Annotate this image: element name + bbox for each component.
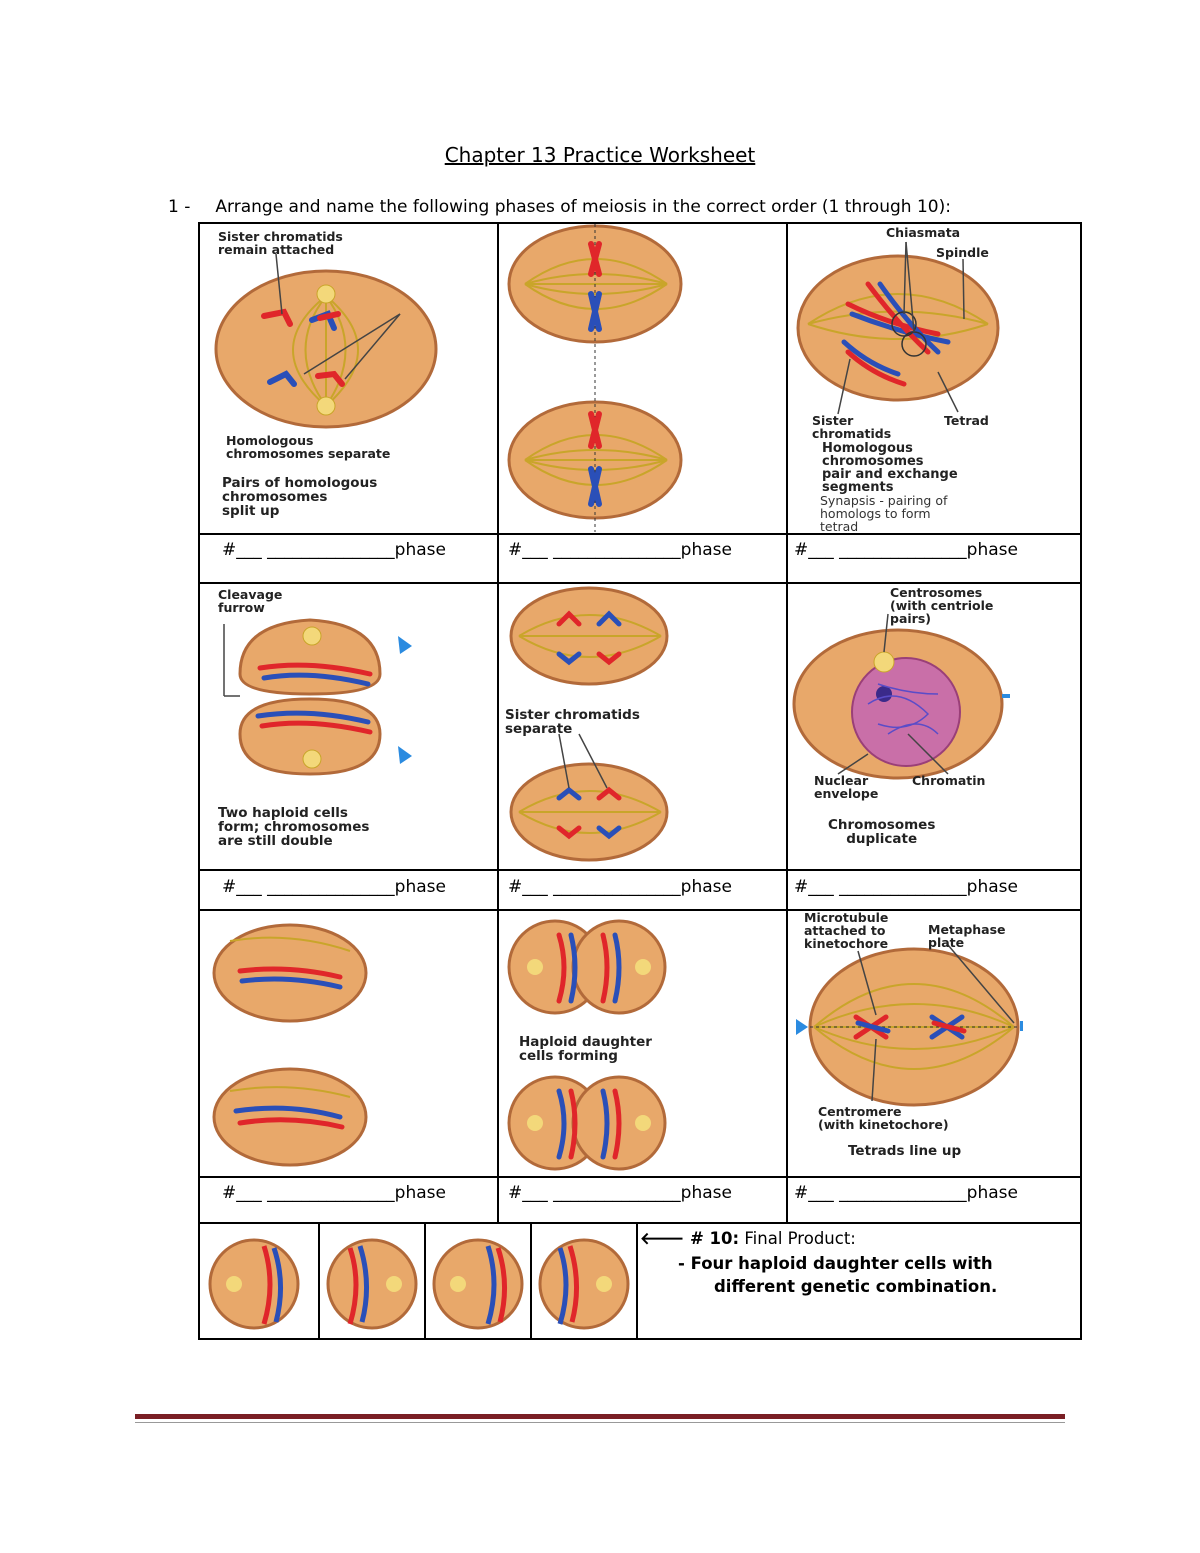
worksheet-grid [198, 222, 1082, 1340]
cell-illustration [208, 1238, 300, 1330]
grid-line [198, 1222, 1082, 1224]
answer-blank-6[interactable]: #___ _______________phase [794, 877, 1018, 897]
label-synapsis: Synapsis - pairing of homologs to form t… [820, 493, 948, 532]
cell-illustration [214, 253, 438, 429]
final-product-heading-text: Final Product: [744, 1229, 856, 1248]
answer-blank-7[interactable]: #___ _______________phase [222, 1183, 446, 1203]
panel-telophase-1: Cleavage furrow Two haploid cells form; … [200, 584, 496, 868]
daughter-cell-4 [532, 1224, 635, 1338]
panel-prophase-1: Chiasmata Spindle Sister chromatids Tetr… [788, 224, 1080, 532]
question-text: Arrange and name the following phases of… [215, 197, 951, 217]
panel-metaphase-1: Microtubule attached to kinetochore Meta… [788, 911, 1080, 1175]
final-product-line-2: different genetic combination. [714, 1277, 998, 1296]
cell-illustration [792, 613, 1010, 780]
final-product-number: 🡐 # 10: [640, 1229, 740, 1248]
label-pairs-split-up: Pairs of homologous chromosomes split up [222, 475, 378, 519]
daughter-cell-3 [426, 1224, 529, 1338]
panel-anaphase-1: Sister chromatids remain attached Homolo… [200, 224, 496, 532]
grid-line [198, 533, 1082, 535]
label-centrosomes: Centrosomes (with centriole pairs) [890, 585, 994, 626]
cell-illustration [432, 1238, 524, 1330]
panel-interphase: Centrosomes (with centriole pairs) Nucle… [788, 584, 1080, 868]
answer-blank-8[interactable]: #___ _______________phase [508, 1183, 732, 1203]
grid-line [530, 1222, 532, 1340]
question-1: 1 - Arrange and name the following phase… [168, 197, 951, 217]
grid-line [786, 222, 788, 1224]
grid-line [497, 222, 499, 1224]
daughter-cell-1 [200, 1224, 316, 1338]
answer-blank-5[interactable]: #___ _______________phase [508, 877, 732, 897]
grid-line [424, 1222, 426, 1340]
label-tetrad: Tetrad [944, 413, 989, 428]
cell-illustration [212, 923, 368, 1167]
label-haploid-daughter-forming: Haploid daughter cells forming [519, 1034, 652, 1064]
answer-blank-1[interactable]: #___ _______________phase [222, 540, 446, 560]
cell-illustration [509, 586, 669, 862]
grid-line [198, 582, 1082, 584]
label-sister-chromatids-separate: Sister chromatids separate [505, 707, 640, 737]
panel-anaphase-2: Sister chromatids separate [499, 584, 785, 868]
panel-telophase-2: Haploid daughter cells forming [499, 911, 785, 1175]
answer-blank-3[interactable]: #___ _______________phase [794, 540, 1018, 560]
footer-rule [135, 1414, 1065, 1419]
question-number: 1 - [168, 197, 191, 217]
label-chiasmata: Chiasmata [886, 225, 961, 240]
label-spindle: Spindle [936, 245, 989, 260]
answer-blank-4[interactable]: #___ _______________phase [222, 877, 446, 897]
final-product-line-1: - Four haploid daughter cells with [678, 1254, 993, 1273]
label-cleavage-furrow: Cleavage furrow [218, 587, 283, 615]
final-product-heading: 🡐 # 10: Final Product: [640, 1228, 1080, 1248]
label-microtubule-kinetochore: Microtubule attached to kinetochore [804, 911, 889, 951]
label-metaphase-plate: Metaphase plate [928, 922, 1006, 950]
cell-illustration [507, 224, 683, 532]
label-tetrads-line-up: Tetrads line up [848, 1143, 962, 1159]
panel-prophase-2 [200, 911, 496, 1175]
answer-blank-2[interactable]: #___ _______________phase [508, 540, 732, 560]
cell-illustration [326, 1238, 418, 1330]
page-title: Chapter 13 Practice Worksheet [444, 143, 756, 167]
final-product: 🡐 # 10: Final Product: - Four haploid da… [640, 1228, 1080, 1296]
daughter-cell-2 [320, 1224, 423, 1338]
grid-line [318, 1222, 320, 1340]
label-nuclear-envelope: Nuclear envelope [814, 773, 879, 801]
label-chromosomes-duplicate: Chromosomes duplicate [828, 817, 936, 847]
label-sister-chromatids-attached: Sister chromatids remain attached [218, 229, 343, 257]
label-centromere: Centromere (with kinetochore) [818, 1104, 949, 1132]
label-homologous-pair-exchange: Homologous chromosomes pair and exchange… [822, 441, 958, 495]
label-homologous-separate: Homologous chromosomes separate [226, 433, 391, 461]
panel-metaphase-2 [499, 224, 785, 532]
label-chromatin: Chromatin [912, 773, 986, 788]
cell-illustration [507, 919, 667, 1171]
cell-illustration [223, 618, 412, 776]
grid-line [636, 1222, 638, 1340]
answer-blank-9[interactable]: #___ _______________phase [794, 1183, 1018, 1203]
grid-line [198, 909, 1082, 911]
cell-illustration [538, 1238, 630, 1330]
label-sister-chromatids: Sister chromatids [812, 413, 892, 441]
cell-illustration [796, 944, 1024, 1107]
footer-rule-thin [135, 1422, 1065, 1423]
label-two-haploid-cells: Two haploid cells form; chromosomes are … [218, 805, 370, 849]
grid-line [198, 869, 1082, 871]
grid-line [198, 1176, 1082, 1178]
cell-illustration [796, 241, 1000, 415]
